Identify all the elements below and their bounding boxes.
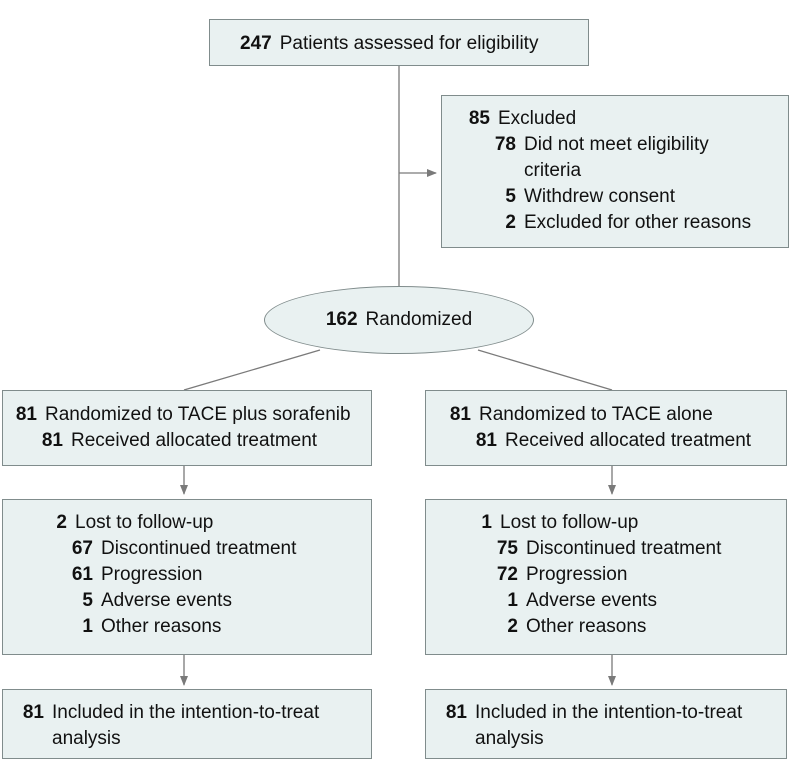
adverse-count: 1 <box>507 590 518 611</box>
excluded-label: Excluded <box>498 108 577 129</box>
excluded-reason-count: 5 <box>505 186 516 207</box>
analysis-box-tace-alone: 81 Included in the intention-to-treat an… <box>425 689 787 759</box>
received-label: Received allocated treatment <box>71 430 318 451</box>
other-label: Other reasons <box>526 616 647 637</box>
discontinued-count: 67 <box>71 538 93 559</box>
analysis-label: Included in the intention-to-treat analy… <box>475 702 743 749</box>
excluded-reason-count: 2 <box>505 212 516 233</box>
assessed-box: 247 Patients assessed for eligibility <box>209 19 589 66</box>
randomized-label: Randomized <box>365 309 473 330</box>
excluded-total: 85 Excluded <box>462 106 788 132</box>
excluded-reason-row: 78 Did not meet eligibility criteria <box>490 132 788 184</box>
adverse-count: 5 <box>82 590 93 611</box>
excluded-reason-count: 78 <box>494 134 516 155</box>
allocation-count: 81 <box>15 404 37 425</box>
discontinued-label: Discontinued treatment <box>526 538 722 559</box>
analysis-box-sorafenib: 81 Included in the intention-to-treat an… <box>2 689 372 759</box>
allocation-label: Randomized to TACE alone <box>479 404 713 425</box>
followup-box-tace-alone: 1 Lost to follow-up 75 Discontinued trea… <box>425 499 787 655</box>
analysis-count: 81 <box>445 702 467 723</box>
excluded-reason-label: Did not meet eligibility criteria <box>524 134 709 181</box>
discontinued-label: Discontinued treatment <box>101 538 297 559</box>
progression-label: Progression <box>101 564 203 585</box>
analysis-label: Included in the intention-to-treat analy… <box>52 702 320 749</box>
allocation-count: 81 <box>449 404 471 425</box>
progression-label: Progression <box>526 564 628 585</box>
other-label: Other reasons <box>101 616 222 637</box>
randomized-count: 162 <box>325 309 358 330</box>
allocation-box-sorafenib: 81 Randomized to TACE plus sorafenib 81 … <box>2 390 372 466</box>
assessed-count: 247 <box>240 33 272 54</box>
excluded-reason-row: 5 Withdrew consent <box>490 184 788 210</box>
excluded-reason-label: Withdrew consent <box>524 186 676 207</box>
other-count: 1 <box>82 616 93 637</box>
randomized-node: 162 Randomized <box>264 286 534 354</box>
analysis-count: 81 <box>22 702 44 723</box>
allocation-label: Randomized to TACE plus sorafenib <box>45 404 351 425</box>
allocation-box-tace-alone: 81 Randomized to TACE alone 81 Received … <box>425 390 787 466</box>
received-label: Received allocated treatment <box>505 430 752 451</box>
other-count: 2 <box>507 616 518 637</box>
branch-right-line <box>477 349 613 391</box>
lost-count: 1 <box>481 512 492 533</box>
excluded-reason-label: Excluded for other reasons <box>524 212 752 233</box>
lost-count: 2 <box>56 512 67 533</box>
adverse-label: Adverse events <box>101 590 232 611</box>
received-count: 81 <box>41 430 63 451</box>
excluded-box: 85 Excluded 78 Did not meet eligibility … <box>441 95 789 248</box>
lost-label: Lost to follow-up <box>500 512 639 533</box>
excluded-reason-row: 2 Excluded for other reasons <box>490 210 788 236</box>
adverse-label: Adverse events <box>526 590 657 611</box>
excluded-count: 85 <box>468 108 490 129</box>
progression-count: 61 <box>71 564 93 585</box>
followup-box-sorafenib: 2 Lost to follow-up 67 Discontinued trea… <box>2 499 372 655</box>
lost-label: Lost to follow-up <box>75 512 214 533</box>
branch-left-line <box>183 349 321 391</box>
assessed-label: Patients assessed for eligibility <box>279 33 539 54</box>
discontinued-count: 75 <box>496 538 518 559</box>
received-count: 81 <box>475 430 497 451</box>
progression-count: 72 <box>496 564 518 585</box>
